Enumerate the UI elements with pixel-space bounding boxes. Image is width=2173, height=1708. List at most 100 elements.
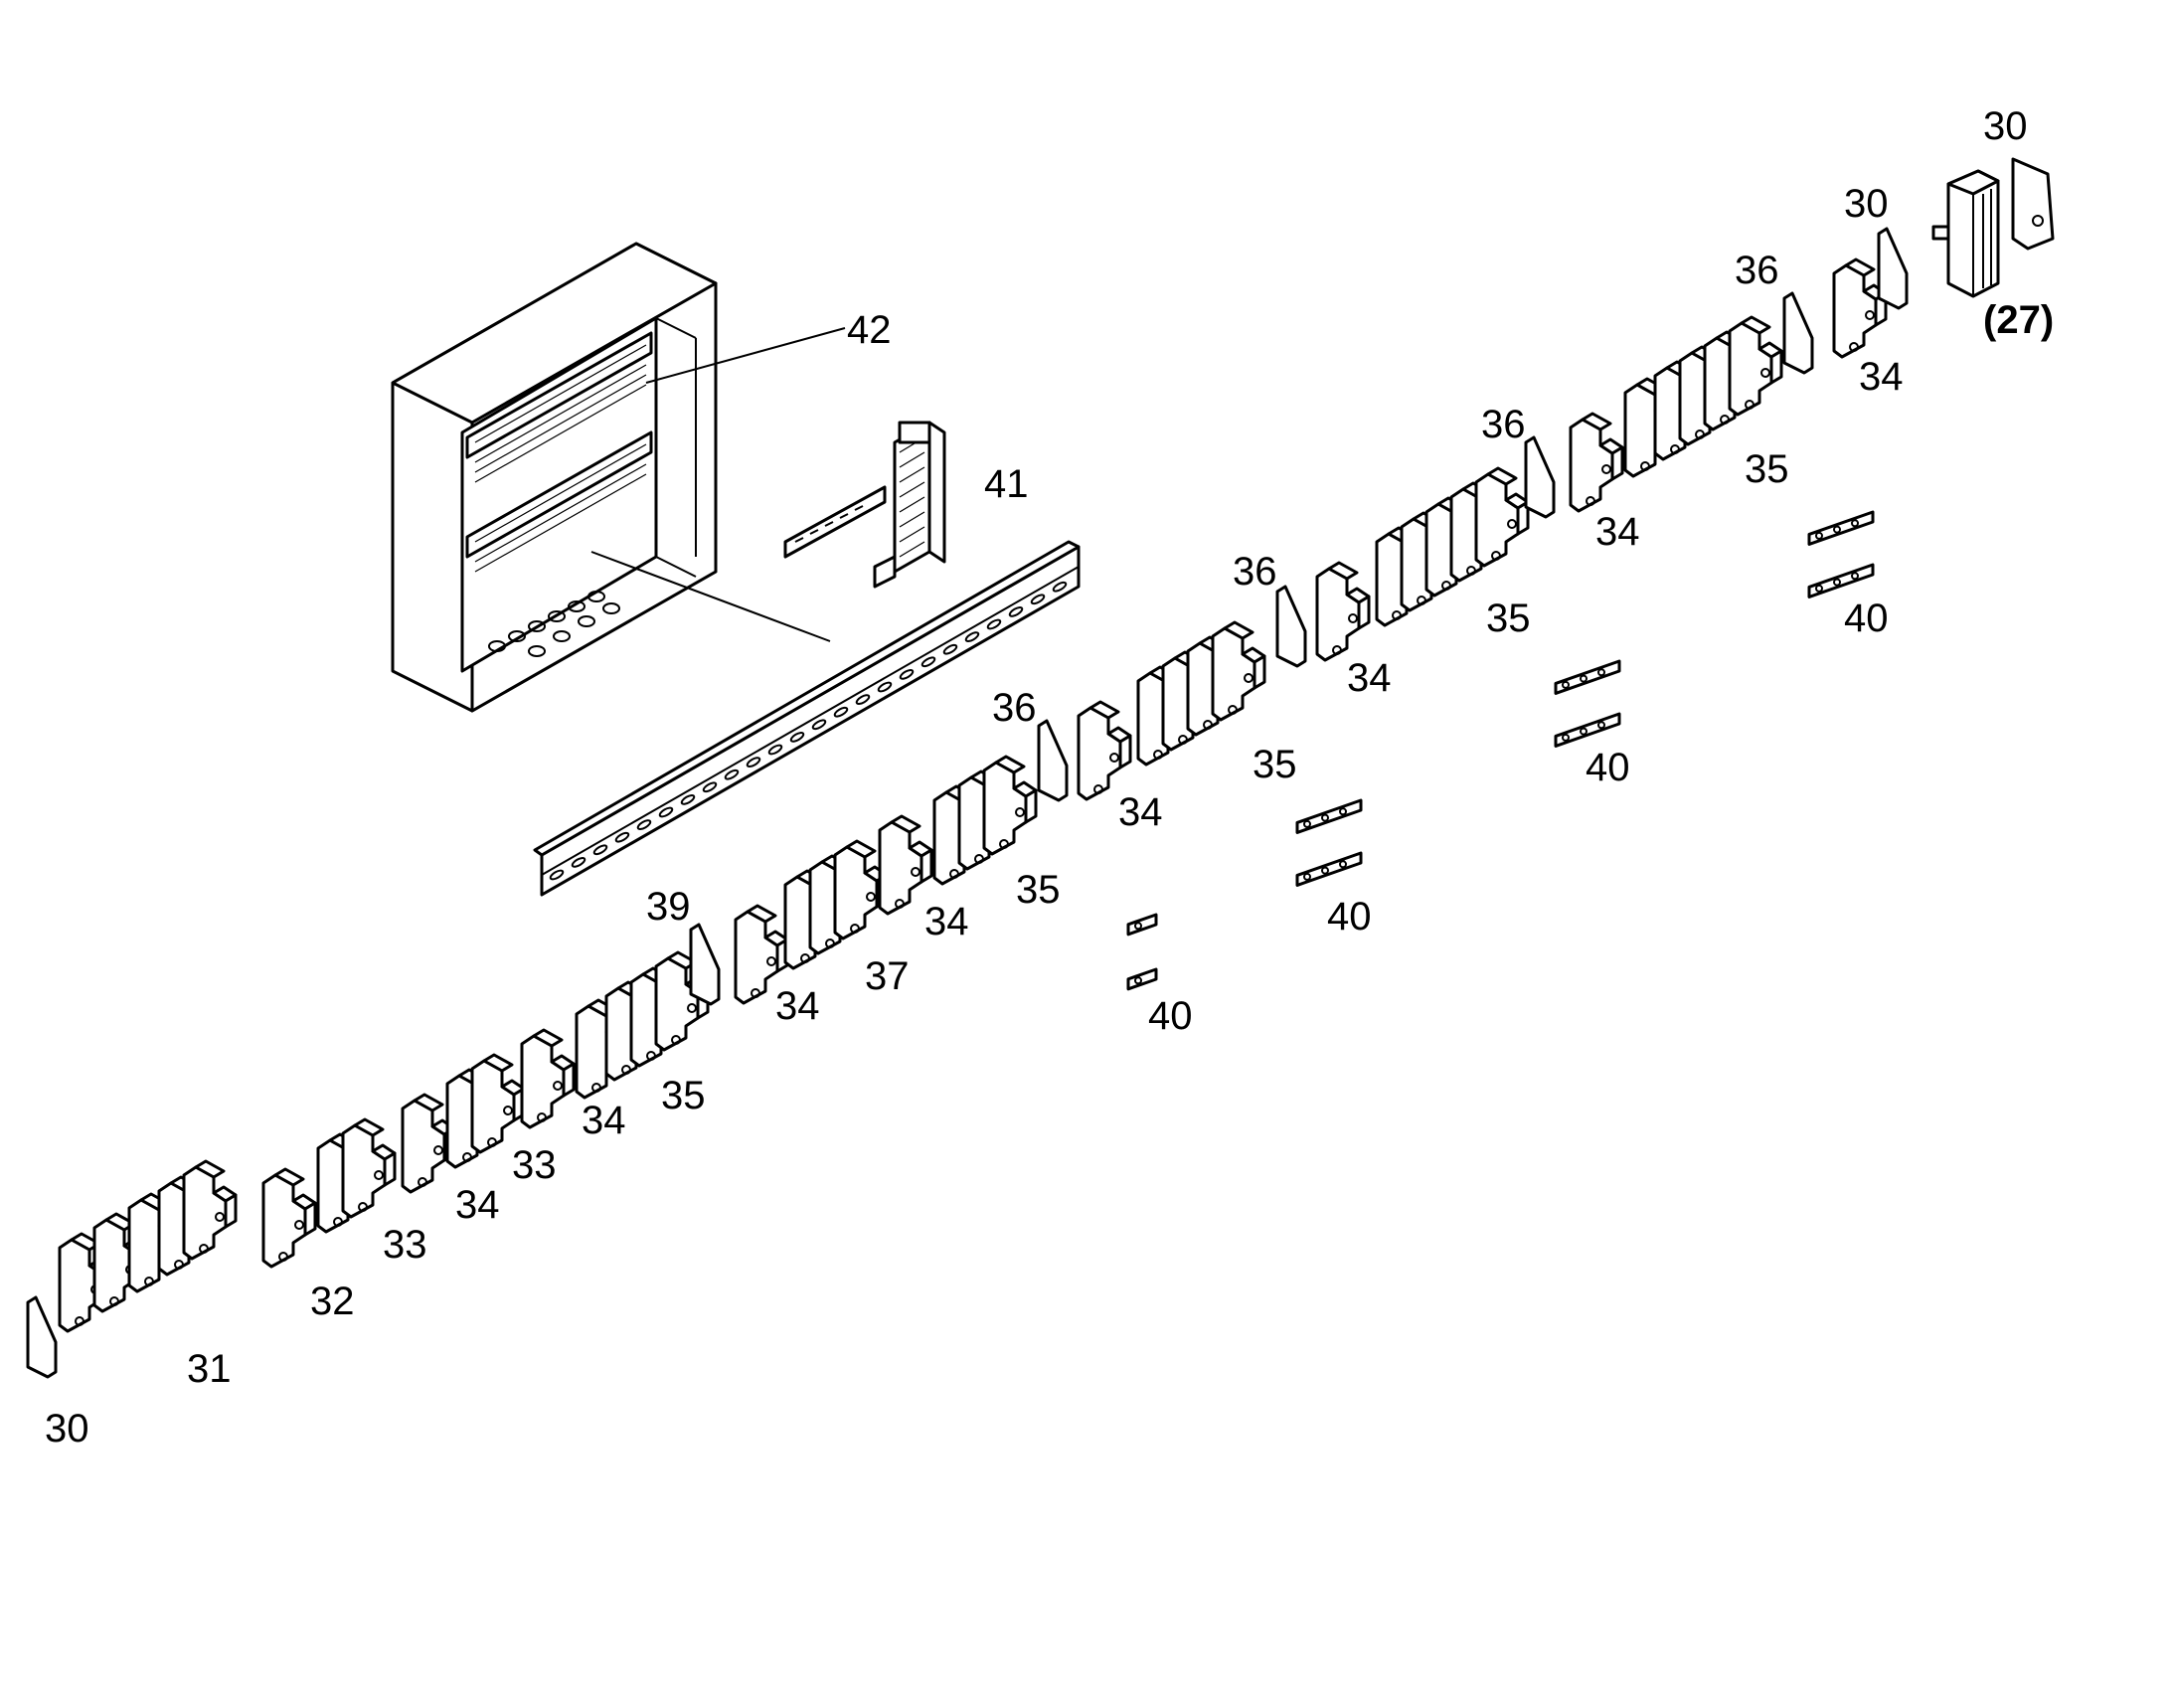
terminal-screw [1015, 807, 1025, 817]
terminal-top [273, 1167, 305, 1187]
plate-body [1877, 227, 1909, 310]
terminal-screw [503, 1106, 513, 1115]
terminal-screw [174, 1260, 184, 1270]
jumper-hole [1339, 807, 1347, 816]
terminal-block [1315, 561, 1371, 662]
label-34: 34 [455, 1183, 500, 1227]
box-holes [488, 591, 620, 657]
rail-slot [920, 656, 936, 668]
label-34: 34 [1859, 355, 1904, 399]
terminal-side [562, 1062, 576, 1098]
end-plate [689, 923, 721, 1006]
terminal-screw [999, 839, 1009, 849]
rail-slots [549, 581, 1068, 881]
terminal-side [1024, 788, 1038, 824]
plate-body [1037, 719, 1069, 802]
terminal-block [470, 1053, 526, 1154]
terminal-screw [866, 892, 876, 902]
terminal-screw [646, 1051, 656, 1061]
rail-slot [899, 669, 915, 680]
end-plate [1275, 585, 1307, 668]
terminal-screw [1441, 581, 1451, 591]
plate-body [1524, 435, 1556, 519]
terminal-screw [1417, 596, 1426, 605]
jumper-hole [1833, 525, 1841, 534]
rail-slot [789, 732, 805, 743]
terminal-screw [1392, 610, 1402, 620]
rail-slot [833, 706, 849, 718]
terminal-screw [766, 956, 776, 966]
terminal-top [482, 1053, 514, 1073]
label-35: 35 [1253, 743, 1297, 786]
terminal-screw [1695, 429, 1705, 439]
terminal-block [1474, 466, 1530, 568]
terminal-block [1569, 412, 1624, 513]
jumper-body [1126, 967, 1158, 991]
label-42: 42 [847, 308, 892, 352]
jumper-hole [1597, 721, 1605, 730]
terminal-screw [1720, 415, 1730, 425]
jumper-bar [1126, 967, 1158, 991]
terminal-side [383, 1151, 397, 1187]
terminal-screw [1745, 400, 1755, 410]
label-37: 37 [865, 954, 910, 998]
din-rail [533, 540, 1081, 897]
terminal-screw [215, 1212, 225, 1222]
jumper-hole [1815, 584, 1823, 593]
terminal-screw [278, 1252, 288, 1262]
terminal-screw [144, 1277, 154, 1286]
terminal-blocks [26, 227, 1909, 1379]
label-34: 34 [582, 1099, 626, 1142]
terminal-block [261, 1167, 317, 1269]
rail-slot [855, 694, 871, 705]
label-35: 35 [1745, 447, 1789, 491]
plate-body [1782, 291, 1814, 375]
jumper-hole [1303, 819, 1311, 828]
rail-slot [680, 794, 696, 805]
jumper-bar [1295, 798, 1363, 834]
end-plate [1877, 227, 1909, 310]
terminal-top [1486, 466, 1518, 486]
terminal-screw [75, 1316, 84, 1326]
label-33: 33 [512, 1143, 557, 1187]
label-34: 34 [775, 984, 820, 1028]
rail-slot [767, 744, 783, 756]
end-plate [26, 1295, 58, 1379]
terminal-screw [911, 867, 920, 877]
rail-slot [549, 869, 565, 881]
label-36: 36 [1735, 249, 1779, 292]
label-32: 32 [310, 1280, 355, 1323]
terminal-screw [374, 1170, 384, 1180]
terminal-side [1253, 654, 1266, 690]
rail-slot [571, 857, 586, 868]
terminal-screw [1466, 566, 1476, 576]
jumper-hole [1815, 531, 1823, 540]
label-40: 40 [1327, 895, 1372, 939]
label-34: 34 [924, 900, 969, 943]
terminal-screw [1244, 673, 1254, 683]
label-36: 36 [1481, 403, 1526, 446]
terminal-screw [537, 1112, 547, 1122]
label-30: 30 [1983, 104, 2028, 148]
terminal-block [1077, 700, 1132, 801]
jumper-hole [1833, 578, 1841, 587]
label-35: 35 [661, 1074, 706, 1117]
label-34: 34 [1347, 656, 1392, 700]
jumper-hole [1303, 872, 1311, 881]
rail-slot [592, 844, 608, 856]
terminal-screw [1491, 551, 1501, 561]
rail-slot [1030, 594, 1046, 605]
jumper-hole [1580, 674, 1588, 683]
terminal-top [194, 1159, 226, 1179]
terminal-block [182, 1159, 238, 1261]
rail-slot [614, 831, 630, 843]
rail-slot [877, 681, 893, 693]
terminal-screw [1153, 750, 1163, 760]
terminal-screw [1586, 496, 1595, 506]
rail-slot [811, 719, 827, 731]
terminal-screw [358, 1202, 368, 1212]
part-27-block [1931, 157, 2055, 298]
label-35: 35 [1486, 597, 1531, 640]
label-40: 40 [1586, 746, 1630, 789]
